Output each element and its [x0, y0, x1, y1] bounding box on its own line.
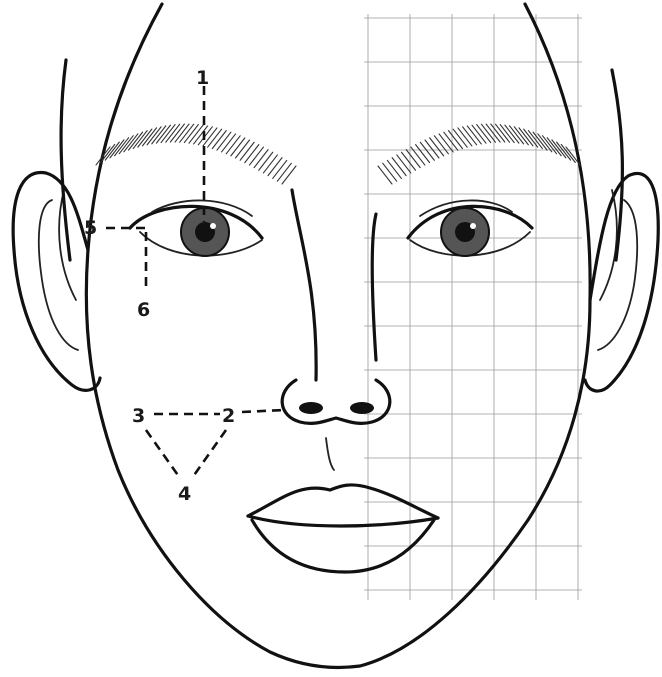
label-6: 6: [137, 299, 150, 321]
face-outline: [86, 4, 590, 667]
right-eye: [408, 200, 532, 256]
guide-2-nose: [242, 410, 284, 412]
lips: [248, 485, 438, 572]
right-eyebrow: [378, 124, 580, 184]
left-temple-line: [61, 60, 70, 260]
measurement-grid: [364, 14, 582, 600]
left-eyebrow: [96, 124, 296, 184]
label-5: 5: [84, 217, 97, 239]
label-1: 1: [196, 67, 209, 89]
label-2: 2: [222, 405, 235, 427]
nose: [282, 190, 390, 470]
label-4: 4: [178, 483, 191, 505]
label-3: 3: [132, 405, 145, 427]
left-eye: [130, 200, 262, 256]
guide-3-4-diagonal: [146, 430, 180, 478]
guide-2-4-diagonal: [192, 430, 226, 478]
